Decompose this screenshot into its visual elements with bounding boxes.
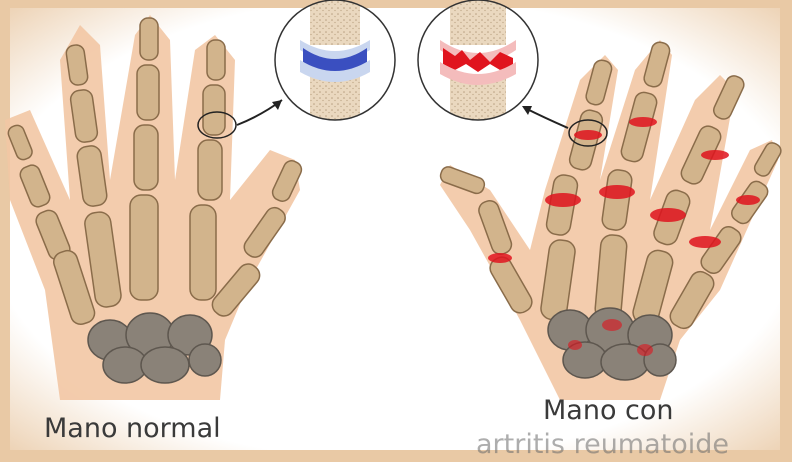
normal-carpals [88,313,221,383]
ra-carpals [548,308,676,380]
ra-hand-label-line2: artritis reumatoide [476,429,729,460]
normal-hand-label: Mano normal [44,413,221,444]
ra-hand-label-line1: Mano con [543,395,674,426]
